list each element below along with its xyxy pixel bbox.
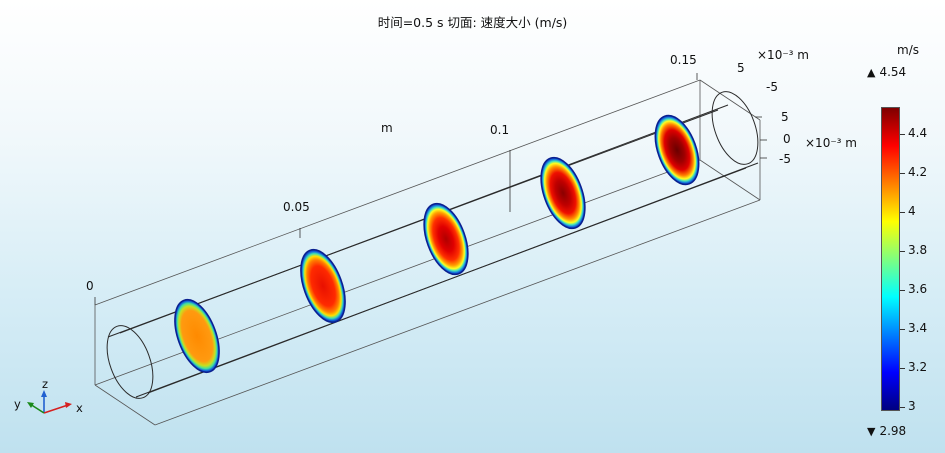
x-tick-0: 0 bbox=[86, 279, 94, 293]
x-tick-3: 0.15 bbox=[670, 53, 697, 67]
colorbar-unit: m/s bbox=[897, 43, 919, 57]
colorbar-tick-mark bbox=[900, 329, 905, 330]
colorbar-min: ▼2.98 bbox=[867, 424, 907, 438]
slice-x-0.04 bbox=[300, 248, 346, 324]
y-axis-unit: ×10⁻³ m bbox=[757, 48, 809, 62]
colorbar-tick-label: 3.4 bbox=[908, 321, 928, 335]
colorbar-tick-mark bbox=[900, 251, 905, 252]
max-triangle-icon: ▲ bbox=[867, 66, 876, 79]
x-tick-1: 0.05 bbox=[283, 200, 310, 214]
z-axis-unit: ×10⁻³ m bbox=[805, 136, 857, 150]
colorbar bbox=[881, 107, 900, 411]
axis-triad bbox=[27, 390, 72, 414]
colorbar-tick-mark bbox=[900, 134, 905, 135]
colorbar-tick-label: 4 bbox=[908, 204, 916, 218]
triad-x-label: x bbox=[76, 401, 83, 415]
colorbar-max: ▲4.54 bbox=[867, 65, 907, 79]
plot-title: 时间=0.5 s 切面: 速度大小 (m/s) bbox=[377, 15, 568, 30]
colorbar-tick-mark bbox=[900, 212, 905, 213]
colorbar-tick-label: 4.2 bbox=[908, 165, 928, 179]
slice-x-0.12 bbox=[540, 156, 586, 230]
colorbar-tick-label: 3 bbox=[908, 399, 916, 413]
triad-y-label: y bbox=[14, 397, 21, 411]
z-tick-0: 5 bbox=[781, 110, 789, 124]
z-tick-2: -5 bbox=[779, 152, 791, 166]
colorbar-tick-label: 3.8 bbox=[908, 243, 928, 257]
x-axis-ticks bbox=[94, 73, 767, 305]
colorbar-tick-mark bbox=[900, 368, 905, 369]
colorbar-tick-mark bbox=[900, 290, 905, 291]
velocity-slices bbox=[174, 114, 700, 374]
colorbar-tick-mark bbox=[900, 407, 905, 408]
colorbar-tick-label: 3.2 bbox=[908, 360, 928, 374]
y-tick-1: -5 bbox=[766, 80, 778, 94]
colorbar-tick-label: 3.6 bbox=[908, 282, 928, 296]
y-tick-0: 5 bbox=[737, 61, 745, 75]
x-tick-2: 0.1 bbox=[490, 123, 510, 137]
bounding-box bbox=[94, 79, 761, 426]
x-axis-unit: m bbox=[381, 121, 393, 135]
slice-x-0 bbox=[174, 298, 220, 374]
colorbar-tick-label: 4.4 bbox=[908, 126, 928, 140]
colorbar-tick-mark bbox=[900, 173, 905, 174]
z-tick-1: 0 bbox=[783, 132, 791, 146]
triad-z-label: z bbox=[42, 377, 49, 391]
slice-x-0.16 bbox=[654, 114, 700, 186]
pipe-wireframe bbox=[106, 91, 759, 399]
slice-x-0.08 bbox=[423, 202, 469, 276]
min-triangle-icon: ▼ bbox=[867, 425, 876, 438]
